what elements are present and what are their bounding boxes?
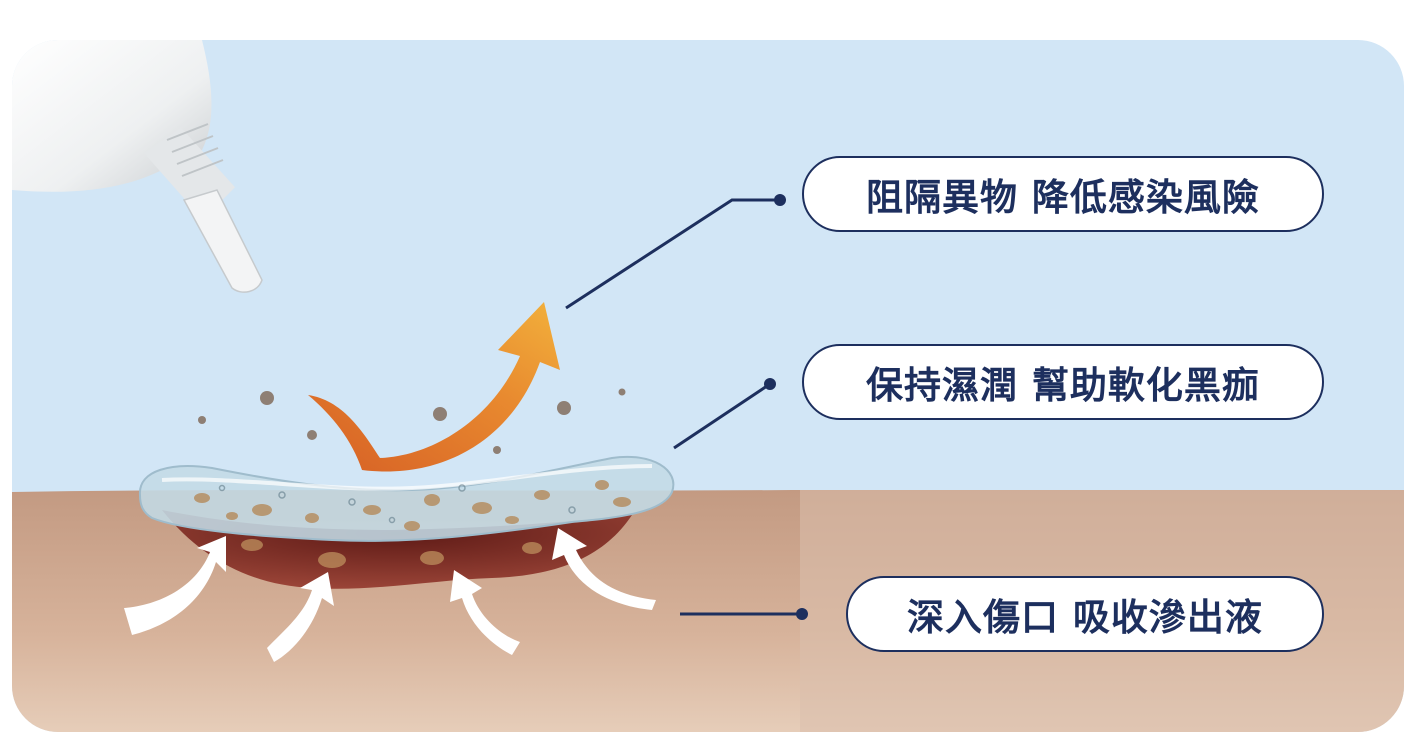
callout-moist: 保持濕潤 幫助軟化黑痂 (802, 344, 1324, 420)
leader-lines (565, 198, 802, 616)
callout-barrier: 阻隔異物 降低感染風險 (802, 156, 1324, 232)
callout-absorb: 深入傷口 吸收滲出液 (846, 576, 1324, 652)
particle-icon (198, 388, 626, 454)
curved-arrow-icon (308, 302, 560, 472)
gel-patch-icon (138, 455, 675, 542)
leader-dots (764, 194, 808, 620)
white-absorb-arrows (124, 528, 656, 662)
tube-nozzle-icon (12, 40, 263, 293)
